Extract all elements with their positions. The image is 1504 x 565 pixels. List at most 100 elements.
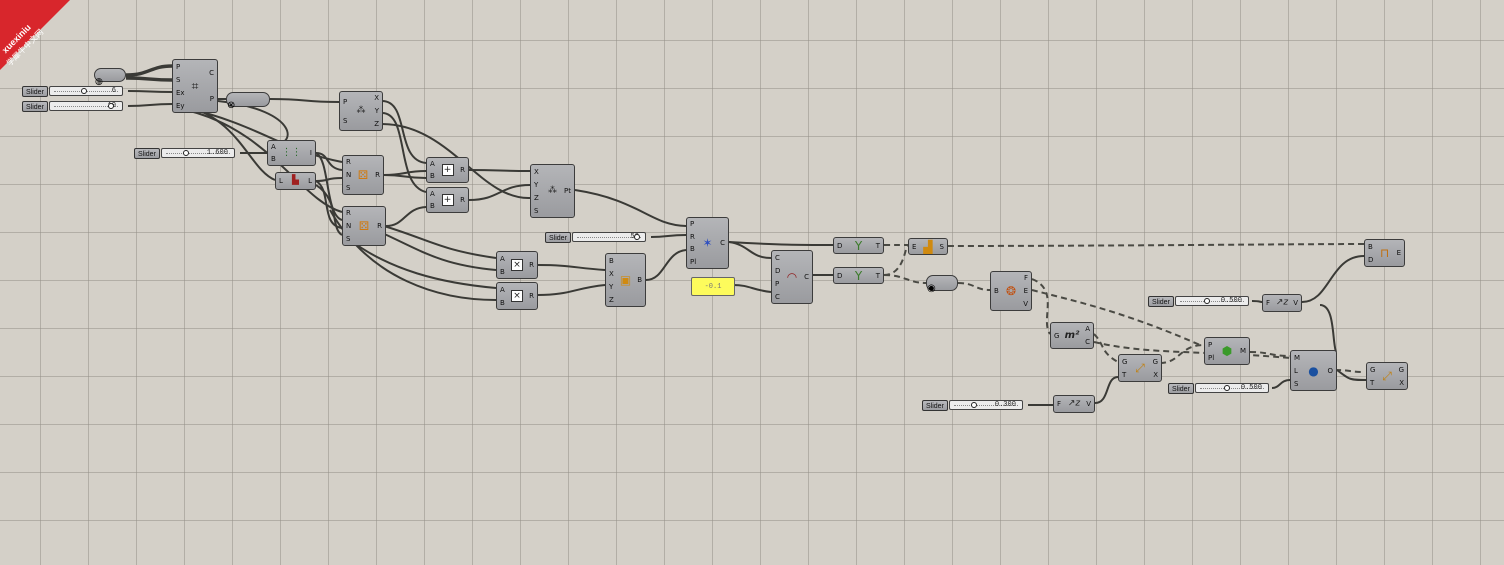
output-port[interactable]: Pt <box>564 187 571 195</box>
output-port[interactable]: R <box>375 171 380 179</box>
slider-track[interactable]: 0.300 <box>948 400 1023 410</box>
slider-1[interactable]: Slider 6 <box>22 85 123 97</box>
slider-knob[interactable] <box>183 150 190 156</box>
slider-6[interactable]: Slider 0.500 <box>1168 382 1269 394</box>
output-port[interactable]: R <box>377 222 382 230</box>
output-port[interactable]: Z <box>374 119 379 128</box>
input-port[interactable]: B <box>690 245 695 254</box>
output-port[interactable]: V <box>1023 299 1028 308</box>
input-port[interactable]: G <box>1370 365 1376 374</box>
input-port[interactable]: N <box>346 221 352 230</box>
output-port[interactable]: R <box>529 292 534 300</box>
input-port[interactable]: X <box>609 269 614 278</box>
input-port[interactable]: S <box>534 206 539 215</box>
input-port[interactable]: S <box>346 234 351 243</box>
slider-knob[interactable] <box>633 234 640 240</box>
output-port[interactable]: M <box>1239 347 1246 355</box>
list-item-component[interactable]: L ▙ L <box>275 172 316 190</box>
output-port[interactable]: I <box>309 149 312 157</box>
input-port[interactable]: B <box>500 298 505 307</box>
slider-3[interactable]: Slider 1.600 <box>134 147 235 159</box>
output-port[interactable]: A <box>1085 325 1090 334</box>
input-port[interactable]: A <box>430 190 435 198</box>
slider-knob[interactable] <box>1203 298 1210 304</box>
input-port[interactable]: M <box>1294 353 1301 362</box>
unit-z-component-2[interactable]: F ↗z V <box>1262 294 1302 312</box>
output-port[interactable]: X <box>374 94 379 103</box>
input-port[interactable]: B <box>271 155 276 163</box>
output-port[interactable]: R <box>460 196 465 204</box>
input-port[interactable]: D <box>837 271 843 280</box>
slider-2[interactable]: Slider 10 <box>22 100 123 112</box>
output-port[interactable]: C <box>209 69 214 77</box>
output-port[interactable]: C <box>1085 337 1090 346</box>
slider-track[interactable]: 1.600 <box>160 148 235 158</box>
input-port[interactable]: Ex <box>176 88 185 97</box>
input-port[interactable]: Z <box>609 295 614 304</box>
output-port[interactable]: G <box>1398 365 1404 374</box>
output-port[interactable]: G <box>1152 357 1158 366</box>
input-port[interactable]: Pl <box>690 257 697 266</box>
output-port[interactable]: R <box>460 166 465 174</box>
output-port[interactable]: F <box>1023 274 1028 283</box>
output-port[interactable]: Y <box>374 106 379 115</box>
output-port[interactable]: L <box>308 177 312 185</box>
input-port[interactable]: B <box>430 172 435 180</box>
slider-7[interactable]: Slider 0.300 <box>922 399 1023 411</box>
input-port[interactable]: F <box>1266 299 1271 307</box>
input-port[interactable]: R <box>346 158 351 167</box>
slider-knob[interactable] <box>971 402 978 408</box>
slider-5[interactable]: Slider 0.500 <box>1148 295 1249 307</box>
slider-track[interactable]: 50 <box>571 232 646 242</box>
plane-param[interactable]: ◍ <box>94 68 126 87</box>
input-port[interactable]: B <box>500 267 505 276</box>
slider-knob[interactable] <box>80 88 87 94</box>
input-port[interactable]: G <box>1054 331 1060 340</box>
input-port[interactable]: B <box>1368 242 1373 251</box>
input-port[interactable]: Z <box>534 193 539 202</box>
output-port[interactable]: T <box>875 241 880 250</box>
input-port[interactable]: Ey <box>176 101 185 110</box>
input-port[interactable]: S <box>343 116 348 125</box>
input-port[interactable]: T <box>1122 370 1127 379</box>
output-port[interactable]: X <box>1153 370 1158 379</box>
input-port[interactable]: G <box>1122 357 1128 366</box>
slider-track[interactable]: 0.500 <box>1174 296 1249 306</box>
input-port[interactable]: S <box>1294 379 1299 388</box>
slider-knob[interactable] <box>108 103 115 109</box>
output-port[interactable]: P <box>209 95 214 103</box>
input-port[interactable]: E <box>912 242 917 251</box>
input-port[interactable]: P <box>775 279 780 288</box>
input-port[interactable]: B <box>430 202 435 210</box>
input-port[interactable]: L <box>279 177 283 185</box>
output-port[interactable]: S <box>939 242 944 251</box>
input-port[interactable]: C <box>775 292 780 301</box>
output-port[interactable]: X <box>1399 378 1404 387</box>
output-port[interactable]: V <box>1293 299 1298 307</box>
input-port[interactable]: N <box>346 170 352 179</box>
slider-knob[interactable] <box>1223 385 1230 391</box>
input-port[interactable]: S <box>346 183 351 192</box>
input-port[interactable]: D <box>775 266 781 275</box>
slider-track[interactable]: 10 <box>48 101 123 111</box>
input-port[interactable]: C <box>775 253 780 262</box>
input-port[interactable]: A <box>271 143 276 151</box>
input-port[interactable]: A <box>500 285 505 294</box>
output-port[interactable]: V <box>1086 400 1091 408</box>
solid-component[interactable]: E ▟ S <box>908 238 948 255</box>
output-port[interactable]: O <box>1327 366 1333 375</box>
input-port[interactable]: B <box>609 256 614 265</box>
